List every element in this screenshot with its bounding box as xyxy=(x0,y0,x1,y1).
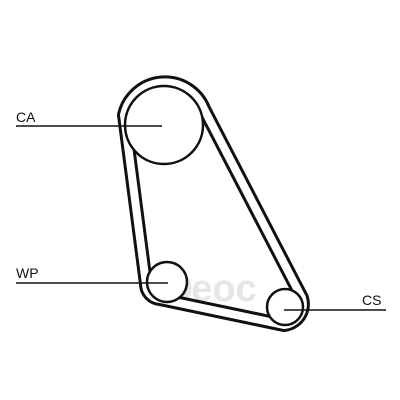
crankshaft-label: CS xyxy=(362,292,381,308)
water-pump-label: WP xyxy=(16,265,39,281)
water-pump-pulley xyxy=(145,260,189,304)
camshaft-pulley xyxy=(123,84,205,166)
camshaft-label: CA xyxy=(16,109,36,125)
crankshaft-pulley xyxy=(265,287,305,327)
